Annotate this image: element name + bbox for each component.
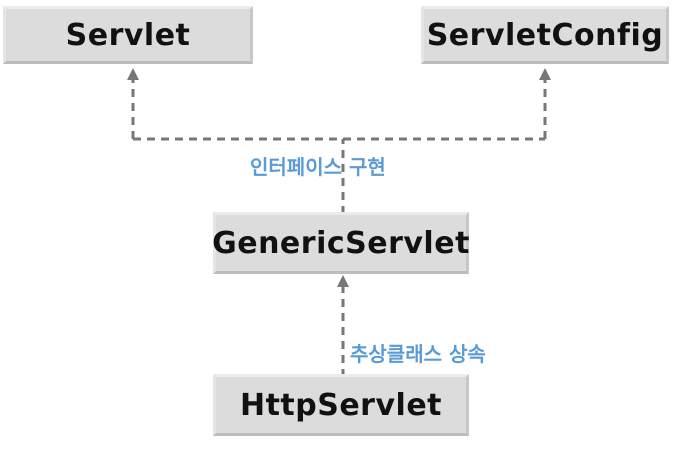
interface-impl-label: 인터페이스 구현	[250, 155, 386, 179]
arrowheads	[127, 68, 551, 287]
servletconfig-label: ServletConfig	[426, 17, 664, 53]
servlet-arrowhead	[127, 68, 139, 80]
httpservlet-label: HttpServlet	[239, 387, 443, 423]
servlet-box: Servlet	[3, 6, 253, 64]
genericservlet-box: GenericServlet	[212, 212, 470, 274]
servletconfig-arrowhead	[539, 68, 551, 80]
connector-lines	[131, 78, 547, 377]
genericservlet-arrowhead	[337, 275, 349, 287]
genericservlet-label: GenericServlet	[212, 225, 470, 261]
httpservlet-box: HttpServlet	[213, 374, 469, 436]
abstract-inherit-label: 추상클래스 상속	[350, 342, 486, 366]
servlet-label: Servlet	[65, 17, 191, 53]
servletconfig-box: ServletConfig	[421, 6, 669, 64]
